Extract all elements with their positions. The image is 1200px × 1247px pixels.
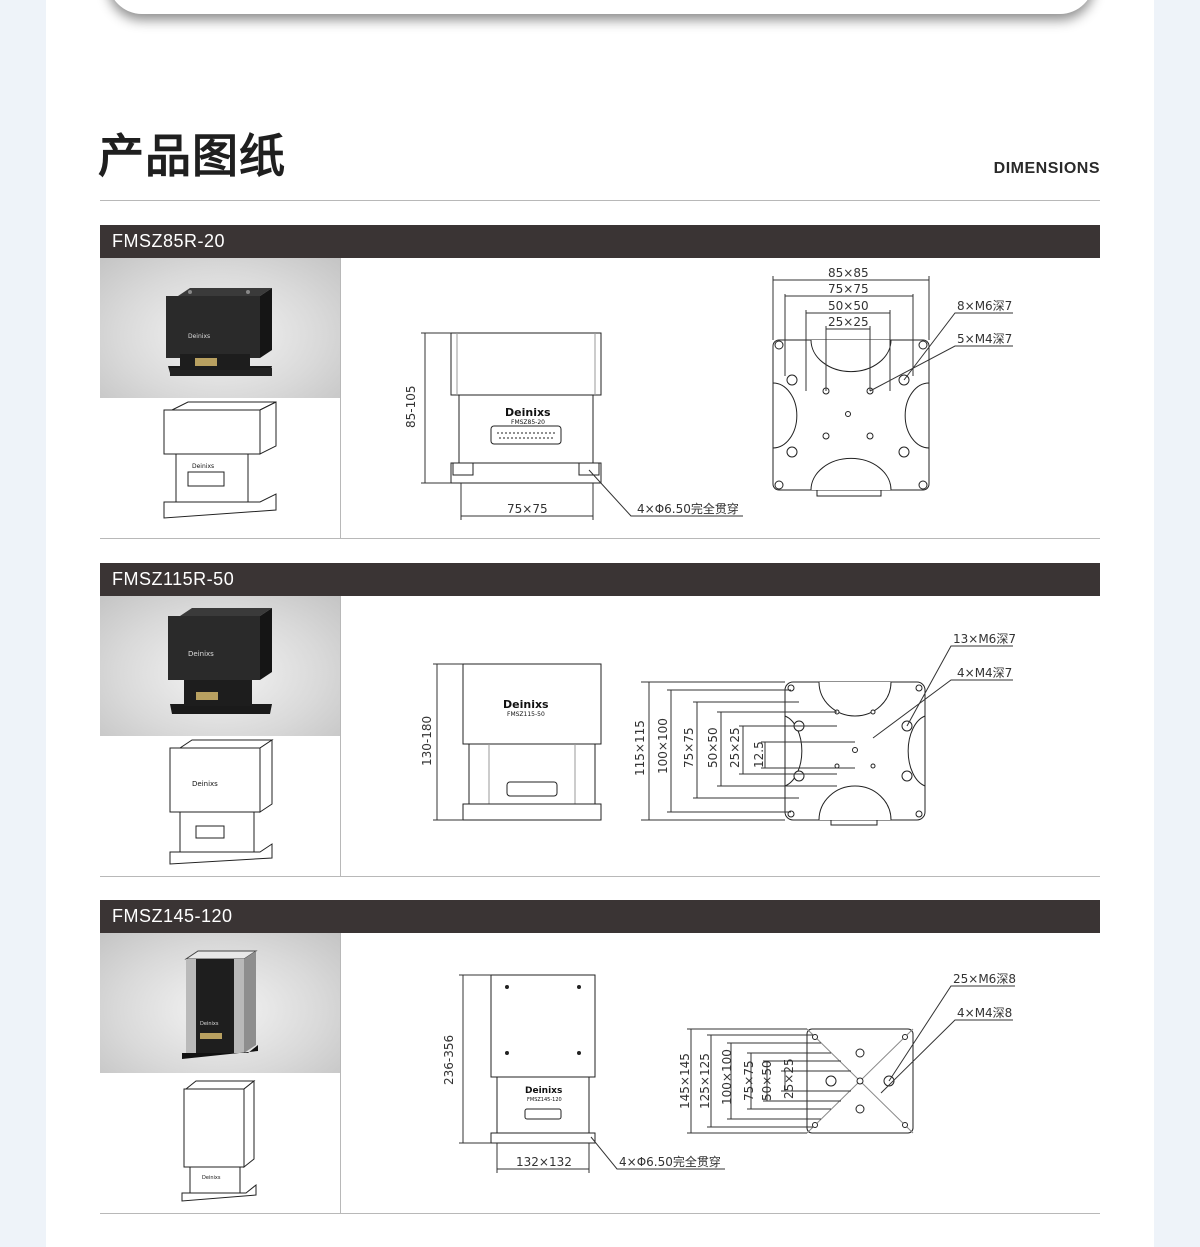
dim-25: 25×25 <box>828 315 869 329</box>
dim-100: 100×100 <box>720 1049 734 1105</box>
brand-logo-text: Deinixs <box>188 333 210 340</box>
side-view-drawing: Deinixs FMSZ85-20 85-105 75×75 <box>404 332 743 520</box>
section-fmsz145-120: FMSZ145-120 Deinixs <box>100 900 1100 1214</box>
brand-logo-text: Deinixs <box>192 780 218 788</box>
dim-outer: 145×145 <box>678 1053 692 1109</box>
dim-75: 75×75 <box>828 282 869 296</box>
section-body: Deinixs Deinixs <box>100 933 1100 1214</box>
page: 产品图纸 DIMENSIONS FMSZ85R-20 Deinixs <box>46 0 1154 1247</box>
height-dimension: 130-180 <box>420 716 434 766</box>
top-view-drawing: 115×115 100×100 75×75 50×50 <box>633 632 1016 826</box>
dim-50: 50×50 <box>760 1060 774 1101</box>
page-title: 产品图纸 <box>98 129 286 183</box>
section-title: FMSZ145-120 <box>100 900 1100 933</box>
dim-50: 50×50 <box>706 727 720 768</box>
product-line-drawing: Deinixs <box>100 398 340 538</box>
top-card-edge <box>108 0 1094 14</box>
brand-logo-text: Deinixs <box>192 463 214 470</box>
dimension-drawing: Deinixs FMSZ115-50 130-180 <box>341 596 1100 876</box>
page-subtitle: DIMENSIONS <box>993 160 1100 177</box>
thread-note-m6: 13×M6深7 <box>953 632 1016 646</box>
thread-note-m6: 8×M6深7 <box>957 299 1012 313</box>
brand-logo-text: Deinixs <box>503 698 549 711</box>
height-dimension: 236-356 <box>442 1035 456 1085</box>
thread-note-m4: 4×M4深7 <box>957 666 1012 680</box>
dim-50: 50×50 <box>828 299 869 313</box>
section-title: FMSZ85R-20 <box>100 225 1100 258</box>
bottom-dimension: 132×132 <box>516 1155 572 1169</box>
dim-100: 100×100 <box>656 718 670 774</box>
product-line-drawing: Deinixs <box>100 1073 340 1213</box>
side-view-drawing: Deinixs FMSZ145-120 236-356 132×132 <box>442 974 725 1173</box>
height-dimension: 85-105 <box>404 385 418 428</box>
product-line-drawing: Deinixs <box>100 736 340 876</box>
dim-75: 75×75 <box>682 727 696 768</box>
section-body: Deinixs Deinixs <box>100 596 1100 877</box>
top-view-drawing: 145×145 125×125 100×100 75×75 <box>678 972 1016 1134</box>
dim-12-5: 12.5 <box>752 741 766 768</box>
plate-text: FMSZ145-120 <box>527 1097 562 1103</box>
thread-note-m4: 4×M4深8 <box>957 1006 1012 1020</box>
dimension-drawing: Deinixs FMSZ145-120 236-356 132×132 <box>341 933 1100 1213</box>
brand-logo-text: Deinixs <box>202 1175 221 1181</box>
top-view-drawing: 85×85 75×75 50×50 25×25 <box>772 266 1013 497</box>
product-render-photo: Deinixs <box>100 933 340 1073</box>
plate-text: FMSZ85-20 <box>511 419 545 426</box>
photo-column: Deinixs Deinixs <box>100 596 341 876</box>
section-fmsz85r-20: FMSZ85R-20 Deinixs <box>100 225 1100 539</box>
side-view-drawing: Deinixs FMSZ115-50 130-180 <box>420 663 602 821</box>
bottom-dimension: 75×75 <box>507 502 548 516</box>
dim-25: 25×25 <box>728 727 742 768</box>
photo-column: Deinixs Deinixs <box>100 933 341 1213</box>
photo-column: Deinixs Deinixs <box>100 258 341 538</box>
dim-outer: 115×115 <box>633 720 647 776</box>
brand-logo-text: Deinixs <box>505 406 551 419</box>
thread-note-m6: 25×M6深8 <box>953 972 1016 986</box>
title-divider <box>100 200 1100 201</box>
section-title: FMSZ115R-50 <box>100 563 1100 596</box>
dimension-drawing: Deinixs FMSZ85-20 85-105 75×75 <box>341 258 1100 538</box>
brand-logo-text: Deinixs <box>525 1086 562 1096</box>
product-render-photo: Deinixs <box>100 596 340 736</box>
brand-logo-text: Deinixs <box>188 650 214 658</box>
section-fmsz115r-50: FMSZ115R-50 Deinixs <box>100 563 1100 877</box>
dim-75: 75×75 <box>742 1060 756 1101</box>
dim-25: 25×25 <box>782 1058 796 1099</box>
dim-125: 125×125 <box>698 1053 712 1109</box>
hole-note: 4×Φ6.50完全贯穿 <box>637 501 739 516</box>
brand-logo-text: Deinixs <box>200 1021 219 1027</box>
thread-note-m4: 5×M4深7 <box>957 332 1012 346</box>
dim-outer: 85×85 <box>828 266 869 280</box>
hole-note: 4×Φ6.50完全贯穿 <box>619 1154 721 1169</box>
plate-text: FMSZ115-50 <box>507 711 545 718</box>
section-body: Deinixs Deinixs <box>100 258 1100 539</box>
product-render-photo: Deinixs <box>100 258 340 398</box>
